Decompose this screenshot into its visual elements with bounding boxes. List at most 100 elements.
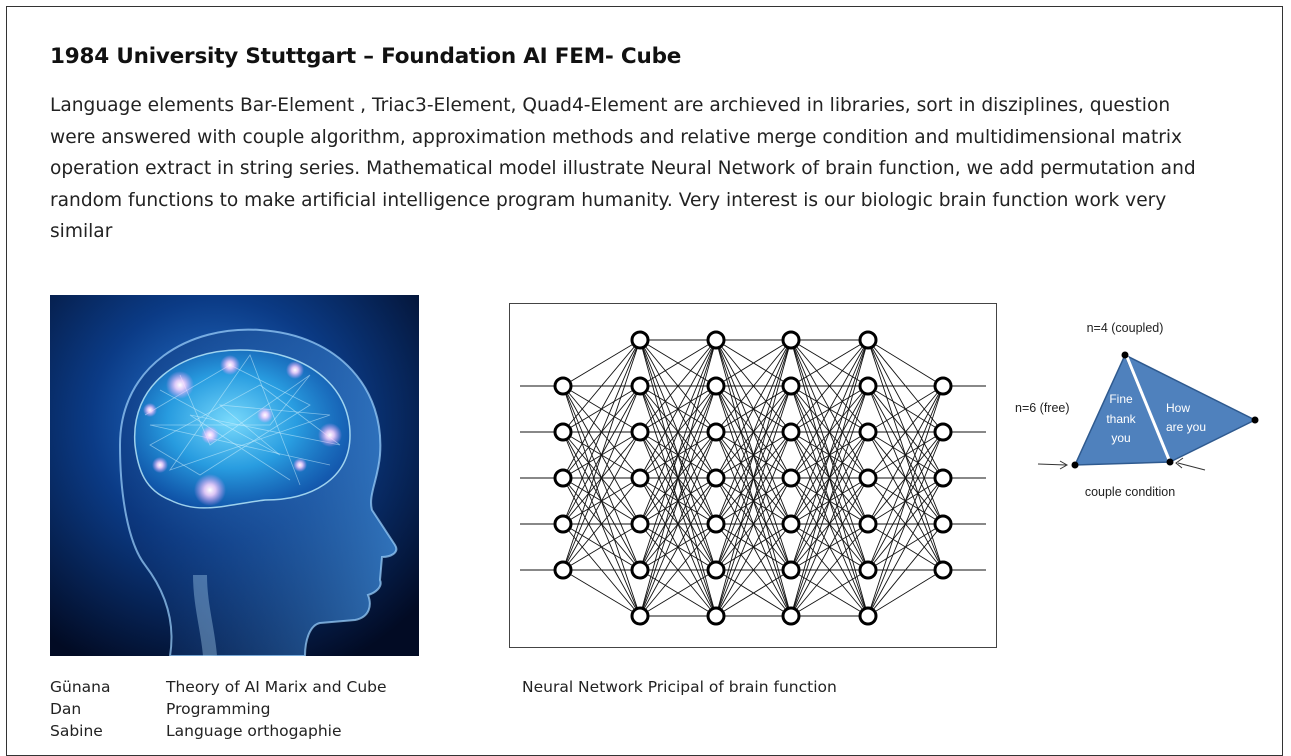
nn-edge <box>790 339 869 433</box>
nn-node-layer-4 <box>781 514 801 534</box>
nn-edge <box>867 523 944 617</box>
nn-node-layer-6 <box>933 514 953 534</box>
nn-edge <box>639 385 717 617</box>
nn-node-layer-2 <box>630 468 650 488</box>
nn-edge <box>715 431 792 617</box>
triangle-coupling-diagram: n=4 (coupled) n=6 (free) couple conditio… <box>1010 315 1270 510</box>
glowing-brain-head-icon <box>50 295 419 656</box>
nn-edge <box>715 385 792 617</box>
nn-edge <box>867 569 944 617</box>
nn-edge <box>867 385 944 479</box>
nn-edge <box>639 339 717 525</box>
nn-node-layer-4 <box>781 606 801 626</box>
nn-node-layer-2 <box>630 606 650 626</box>
team-roles: Theory of AI Marix and Cube Programming … <box>166 676 387 742</box>
nn-edge <box>790 339 869 479</box>
nn-node-layer-3 <box>706 560 726 580</box>
team-role: Programming <box>166 700 271 718</box>
left-face-line-1: Fine <box>1109 392 1133 406</box>
team-names: Günana Dan Sabine <box>50 676 110 742</box>
nn-node-layer-3 <box>706 514 726 534</box>
team-name: Günana <box>50 678 111 696</box>
nn-node-layer-1 <box>553 376 573 396</box>
left-face-line-3: you <box>1111 431 1130 445</box>
team-name: Dan <box>50 700 82 718</box>
slide-title: 1984 University Stuttgart – Foundation A… <box>50 44 682 69</box>
nn-edge <box>790 477 869 617</box>
nn-node-layer-5 <box>858 560 878 580</box>
nn-edge <box>562 431 641 571</box>
left-face-line-2: thank <box>1106 412 1136 426</box>
nn-edge <box>867 385 944 525</box>
nn-node-layer-6 <box>933 560 953 580</box>
nn-edge <box>639 431 717 617</box>
nn-edge <box>639 339 717 433</box>
nn-edge <box>867 385 944 433</box>
neural-network-diagram <box>509 303 997 648</box>
nn-edge <box>790 339 869 571</box>
nn-node-layer-1 <box>553 560 573 580</box>
right-face-line-1: How <box>1166 401 1190 415</box>
nn-node-layer-5 <box>858 468 878 488</box>
neural-network-graph <box>520 330 986 626</box>
nn-node-layer-5 <box>858 606 878 626</box>
nn-edge <box>867 385 944 571</box>
nn-edge <box>562 339 641 525</box>
team-role: Theory of AI Marix and Cube <box>166 678 387 696</box>
nn-node-layer-3 <box>706 468 726 488</box>
nn-edge <box>715 477 792 617</box>
nn-node-layer-4 <box>781 330 801 350</box>
nn-node-layer-6 <box>933 468 953 488</box>
nn-connections <box>520 339 986 617</box>
nn-edge <box>639 569 717 617</box>
nn-edge <box>790 431 869 617</box>
nn-node-layer-2 <box>630 514 650 534</box>
nn-edge <box>790 569 869 617</box>
nn-edge <box>790 339 869 525</box>
nn-node-layer-1 <box>553 468 573 488</box>
couple-condition-label: couple condition <box>1085 485 1175 499</box>
nn-node-layer-5 <box>858 330 878 350</box>
nn-edge <box>562 385 641 571</box>
nn-edge <box>715 339 792 479</box>
neural-network-caption: Neural Network Pricipal of brain functio… <box>522 678 837 696</box>
nn-node-layer-2 <box>630 330 650 350</box>
nn-edge <box>639 523 717 617</box>
nn-edge <box>562 569 641 617</box>
nn-edge <box>715 339 792 571</box>
nn-node-layer-6 <box>933 422 953 442</box>
nn-node-layer-2 <box>630 376 650 396</box>
nn-edge <box>867 431 944 617</box>
nn-edge <box>562 339 641 571</box>
nn-node-layer-3 <box>706 422 726 442</box>
nn-node-layer-6 <box>933 376 953 396</box>
left-node-label: n=6 (free) <box>1015 401 1070 415</box>
nn-edge <box>790 523 869 617</box>
nn-edge <box>639 339 717 387</box>
nn-node-layer-5 <box>858 376 878 396</box>
team-role: Language orthogaphie <box>166 722 342 740</box>
nn-node-layer-5 <box>858 514 878 534</box>
nn-node-layer-4 <box>781 560 801 580</box>
nn-edge <box>562 339 641 387</box>
right-face-line-2: are you <box>1166 420 1206 434</box>
nn-node-layer-1 <box>553 514 573 534</box>
nn-edge <box>790 339 869 387</box>
nn-edge <box>715 339 792 433</box>
nn-node-layer-2 <box>630 560 650 580</box>
triangle-elements-svg: n=4 (coupled) n=6 (free) couple conditio… <box>1015 321 1259 499</box>
nn-edge <box>639 339 717 617</box>
nn-edge <box>562 523 641 571</box>
slide-paragraph: Language elements Bar-Element , Triac3-E… <box>50 95 1196 242</box>
nn-edge <box>790 339 869 617</box>
nn-edge <box>715 339 792 617</box>
nn-edge <box>715 339 792 387</box>
nn-edge <box>790 385 869 617</box>
nn-edge <box>715 569 792 617</box>
nn-node-layer-4 <box>781 422 801 442</box>
nn-node-layer-1 <box>553 422 573 442</box>
nn-node-layer-5 <box>858 422 878 442</box>
brain-image <box>50 295 419 656</box>
nn-node-layer-4 <box>781 468 801 488</box>
nn-edge <box>562 477 641 571</box>
